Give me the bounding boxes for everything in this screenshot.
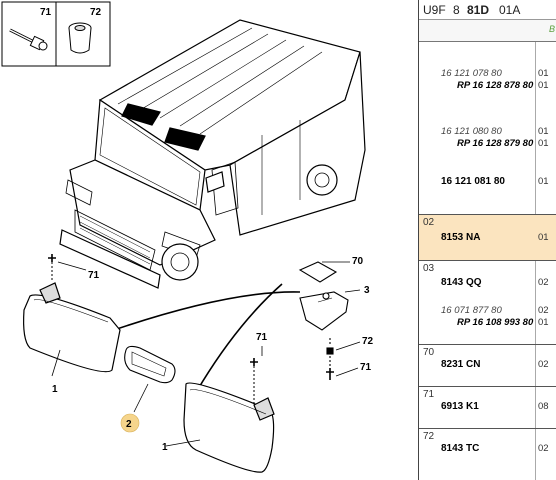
- parts-table: U9F 8 81D 01A B 16 121 078 80 01 RP 16 1…: [418, 0, 556, 480]
- callout-2: 2: [126, 419, 132, 430]
- callout-71-right: 71: [360, 362, 372, 373]
- group-number: 71: [423, 389, 435, 400]
- callout-72-top: 72: [90, 7, 102, 18]
- right-sun-visor: [183, 382, 275, 473]
- callout-70: 70: [352, 256, 364, 267]
- header-prefix: U9F: [423, 3, 446, 17]
- parts-group-71[interactable]: 71 6913 K1 08: [419, 386, 556, 426]
- qty: 01: [538, 126, 549, 137]
- ref-line[interactable]: 16 121 080 80: [441, 126, 502, 137]
- qty: 01: [538, 176, 549, 187]
- rp-line[interactable]: RP 16 128 879 80: [457, 138, 534, 149]
- callout-3: 3: [364, 285, 370, 296]
- callout-71-mid: 71: [256, 332, 268, 343]
- qty: 01: [538, 232, 549, 243]
- qty: 01: [538, 317, 549, 328]
- qty: 02: [538, 359, 549, 370]
- catalog-header: U9F 8 81D 01A: [419, 0, 556, 20]
- rp-line[interactable]: RP 16 128 878 80: [457, 80, 534, 91]
- header-b: 81D: [467, 3, 490, 17]
- diagram-svg: 71 72: [1, 1, 374, 473]
- parts-group-03[interactable]: 03 8143 QQ 02 16 071 877 80 02 RP 16 108…: [419, 260, 556, 342]
- callout-71-left: 71: [88, 270, 100, 281]
- callout-2-highlight: [120, 413, 140, 433]
- vanity-mirror: [124, 345, 176, 384]
- parts-group-72[interactable]: 72 8143 TC 02: [419, 428, 556, 480]
- exploded-diagram: 71 72: [1, 1, 374, 473]
- parts-group-70[interactable]: 70 8231 CN 02: [419, 344, 556, 386]
- qty: 08: [538, 401, 549, 412]
- screw-icon: [9, 28, 48, 51]
- group-number: 70: [423, 347, 435, 358]
- subheader-label: B: [548, 24, 555, 34]
- qty: 02: [538, 305, 549, 316]
- ref-line[interactable]: 8231 CN: [441, 359, 481, 370]
- rp-line[interactable]: RP 16 108 993 80: [457, 317, 534, 328]
- qty: 01: [538, 80, 549, 91]
- inset-fasteners: 71 72: [1, 1, 111, 67]
- callout-72-right: 72: [362, 336, 374, 347]
- ref-line[interactable]: 8143 TC: [441, 443, 480, 454]
- parts-group-0[interactable]: 16 121 078 80 01 RP 16 128 878 80 01 16 …: [419, 42, 556, 212]
- qty-column-divider: [535, 42, 536, 480]
- qty: 01: [538, 68, 549, 79]
- ref-line[interactable]: 16 071 877 80: [441, 305, 502, 316]
- callout-1-left: 1: [52, 384, 58, 395]
- header-c: 01A: [499, 3, 521, 17]
- group-number: 02: [423, 217, 435, 228]
- van-illustration: [59, 19, 366, 289]
- ref-line[interactable]: 8153 NA: [441, 232, 481, 243]
- clip-nut-icon: [68, 22, 92, 54]
- table-subheader: B: [419, 20, 556, 42]
- callout-71-top: 71: [40, 7, 52, 18]
- qty: 01: [538, 138, 549, 149]
- bracket-assembly: [298, 261, 349, 380]
- callout-lines: [51, 261, 361, 447]
- ref-line[interactable]: 8143 QQ: [441, 277, 482, 288]
- ref-line[interactable]: 6913 K1: [441, 401, 479, 412]
- ref-line[interactable]: 16 121 081 80: [441, 176, 505, 187]
- qty: 02: [538, 443, 549, 454]
- header-a: 8: [453, 3, 460, 17]
- group-number: 72: [423, 431, 435, 442]
- callout-1-bottom: 1: [162, 442, 168, 453]
- parts-group-02[interactable]: 02 8153 NA 01: [419, 214, 556, 260]
- group-number: 03: [423, 263, 435, 274]
- fastener-markers: [48, 254, 258, 404]
- left-sun-visor: [23, 282, 121, 373]
- qty: 02: [538, 277, 549, 288]
- ref-line[interactable]: 16 121 078 80: [441, 68, 502, 79]
